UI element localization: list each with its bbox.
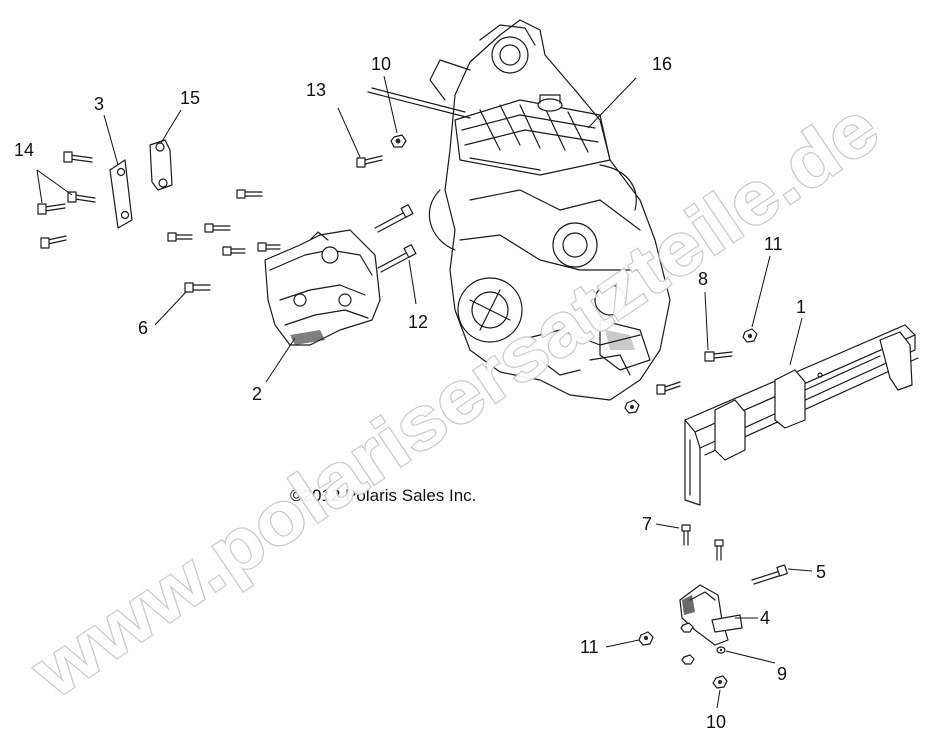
bolt-a (236, 189, 263, 199)
callout-9: 9 (777, 664, 787, 684)
callout-1: 1 (796, 297, 806, 317)
bolt-6 (184, 282, 211, 293)
bolt-8 (704, 351, 733, 362)
engine-assembly (367, 19, 671, 401)
rear-engine-mount (679, 584, 743, 646)
bracket-plate (109, 159, 133, 229)
callout-13: 13 (306, 80, 326, 100)
nut-11-bottom (638, 631, 654, 646)
nut-11-right (742, 328, 758, 343)
bolt-5 (751, 564, 788, 585)
washer-9 (716, 646, 726, 654)
callout-3: 3 (94, 94, 104, 114)
callout-16: 16 (652, 54, 672, 74)
fasteners (37, 134, 788, 689)
callout-10-bottom: 10 (706, 712, 726, 732)
nut-g (624, 399, 640, 414)
callout-15: 15 (180, 88, 200, 108)
copyright-notice: ©2012 Polaris Sales Inc. (290, 486, 476, 505)
callout-labels: 1 2 3 4 5 6 7 8 9 10 10 11 11 12 13 14 1… (14, 54, 826, 732)
bolt-14c (37, 203, 66, 215)
bolt-13 (356, 155, 383, 168)
bolt-7b (714, 539, 724, 561)
callout-11-right: 11 (764, 234, 783, 254)
bolt-b (204, 223, 231, 233)
bolt-e (257, 242, 281, 252)
bolt-12a (374, 204, 414, 233)
callout-5: 5 (816, 562, 826, 582)
callout-2: 2 (252, 384, 262, 404)
callout-7: 7 (642, 514, 652, 534)
callout-10-top: 10 (371, 54, 391, 74)
callout-11-bottom: 11 (580, 637, 599, 657)
bolt-12b (377, 244, 417, 273)
callout-6: 6 (138, 318, 148, 338)
leader-lines (36, 75, 813, 709)
bolt-7a (681, 524, 691, 546)
nut-h (680, 622, 694, 633)
engine-mount-bracket (264, 229, 381, 346)
callout-8: 8 (698, 269, 708, 289)
bolt-f (656, 381, 681, 395)
bolt-14a (63, 151, 93, 163)
callout-4: 4 (760, 608, 770, 628)
nut-10-bottom (712, 675, 728, 689)
nut-i (681, 654, 695, 665)
bolt-14d (40, 235, 67, 249)
frame-crossmember (684, 324, 919, 506)
nut-10-top (390, 134, 407, 148)
callout-12: 12 (408, 312, 428, 332)
callout-14: 14 (14, 140, 34, 160)
bolt-d (222, 246, 246, 256)
bolt-c (167, 232, 193, 242)
link-arm (149, 139, 173, 191)
bolt-14b (67, 191, 96, 203)
